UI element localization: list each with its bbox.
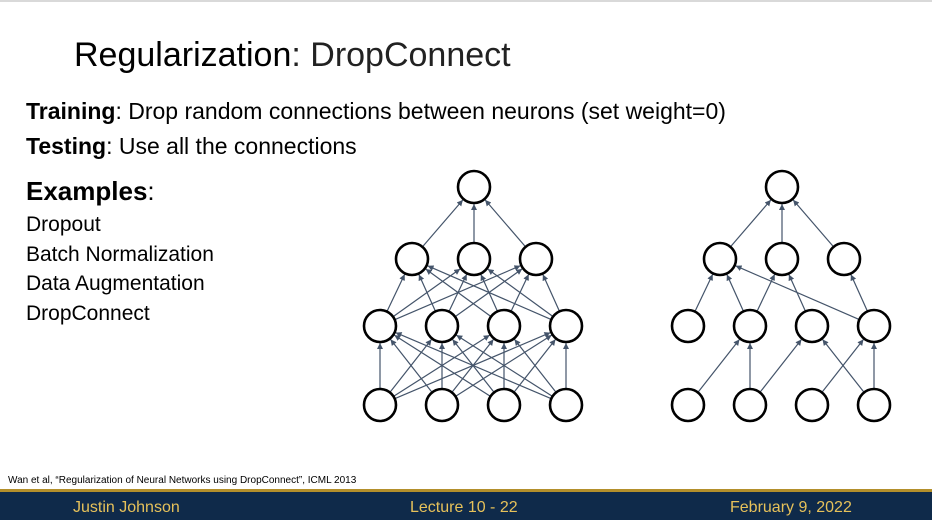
examples-list: Dropout Batch Normalization Data Augment… bbox=[26, 210, 214, 328]
list-item: Data Augmentation bbox=[26, 272, 205, 295]
sparse-net-edge bbox=[759, 339, 802, 393]
full-net-neuron bbox=[456, 241, 492, 277]
full-net-neuron bbox=[362, 308, 398, 344]
title-separator: : bbox=[291, 36, 311, 74]
sparse-net-neuron bbox=[764, 169, 800, 205]
full-net-edge bbox=[542, 274, 561, 312]
sparse-net-neuron bbox=[826, 241, 862, 277]
sparse-net-edge bbox=[697, 339, 740, 393]
sparse-net-edge bbox=[792, 199, 835, 248]
full-net-edge bbox=[393, 334, 491, 397]
sparse-net-edge bbox=[735, 265, 860, 321]
network-diagrams bbox=[362, 169, 892, 423]
footer-bar: Justin Johnson Lecture 10 - 22 February … bbox=[0, 489, 932, 520]
full-net-edge bbox=[514, 339, 557, 393]
full-net-neuron bbox=[424, 308, 460, 344]
list-item: DropConnect bbox=[26, 301, 150, 325]
slide-title: Regularization: DropConnect bbox=[74, 34, 511, 76]
list-item: Dropout bbox=[26, 213, 101, 236]
title-sub: DropConnect bbox=[310, 36, 511, 74]
footer-lecture: Lecture 10 - 22 bbox=[410, 499, 518, 516]
sparse-net-neuron bbox=[670, 387, 706, 423]
full-net-edge bbox=[390, 339, 433, 393]
testing-text: : Use all the connections bbox=[106, 133, 357, 159]
examples-heading-colon: : bbox=[147, 176, 155, 206]
sparse-net-edge bbox=[694, 274, 714, 312]
full-net-neuron bbox=[424, 387, 460, 423]
full-net-edge bbox=[421, 199, 464, 248]
training-line: Training: Drop random connections betwee… bbox=[26, 96, 726, 126]
sparse-net-neuron bbox=[764, 241, 800, 277]
full-net-edge bbox=[484, 199, 527, 248]
testing-line: Testing: Use all the connections bbox=[26, 131, 357, 161]
sparse-net-edge bbox=[850, 274, 869, 312]
full-net-neuron bbox=[486, 308, 522, 344]
full-net-neuron bbox=[456, 169, 492, 205]
examples-heading-text: Examples bbox=[26, 176, 148, 206]
full-net-edge bbox=[395, 332, 552, 400]
full-net-neuron bbox=[548, 387, 584, 423]
testing-label: Testing bbox=[26, 133, 107, 159]
sparse-net-edge bbox=[822, 339, 865, 393]
sparse-net-neuron bbox=[856, 387, 892, 423]
list-item: Batch Normalization bbox=[26, 242, 214, 266]
full-net-edge bbox=[455, 334, 553, 397]
examples-heading: Examples: bbox=[26, 174, 155, 208]
sparse-net-neuron bbox=[794, 308, 830, 344]
full-net-neuron bbox=[518, 241, 554, 277]
full-net-edge bbox=[487, 268, 554, 318]
title-main: Regularization bbox=[74, 36, 292, 74]
full-net-neuron bbox=[548, 308, 584, 344]
top-border bbox=[0, 0, 932, 2]
full-net-edge bbox=[418, 274, 437, 312]
sparse-net-edge bbox=[756, 274, 776, 312]
footer-date: February 9, 2022 bbox=[730, 499, 852, 516]
sparse-net-neuron bbox=[794, 387, 830, 423]
full-net-neuron bbox=[362, 387, 398, 423]
training-label: Training bbox=[26, 98, 116, 124]
sparse-net-neuron bbox=[732, 387, 768, 423]
full-net-edge bbox=[386, 274, 406, 312]
nodes-layer bbox=[362, 169, 892, 423]
citation: Wan et al, “Regularization of Neural Net… bbox=[8, 475, 357, 486]
sparse-net-neuron bbox=[856, 308, 892, 344]
full-net-neuron bbox=[394, 241, 430, 277]
full-net-neuron bbox=[486, 387, 522, 423]
edges-layer bbox=[377, 199, 877, 400]
sparse-net-edge bbox=[726, 274, 745, 312]
footer-author: Justin Johnson bbox=[73, 499, 180, 516]
sparse-net-neuron bbox=[670, 308, 706, 344]
training-text: : Drop random connections between neuron… bbox=[115, 98, 726, 124]
full-net-edge bbox=[427, 265, 552, 321]
sparse-net-neuron bbox=[702, 241, 738, 277]
sparse-net-edge bbox=[729, 199, 772, 248]
full-net-edge bbox=[425, 268, 492, 318]
sparse-net-neuron bbox=[732, 308, 768, 344]
